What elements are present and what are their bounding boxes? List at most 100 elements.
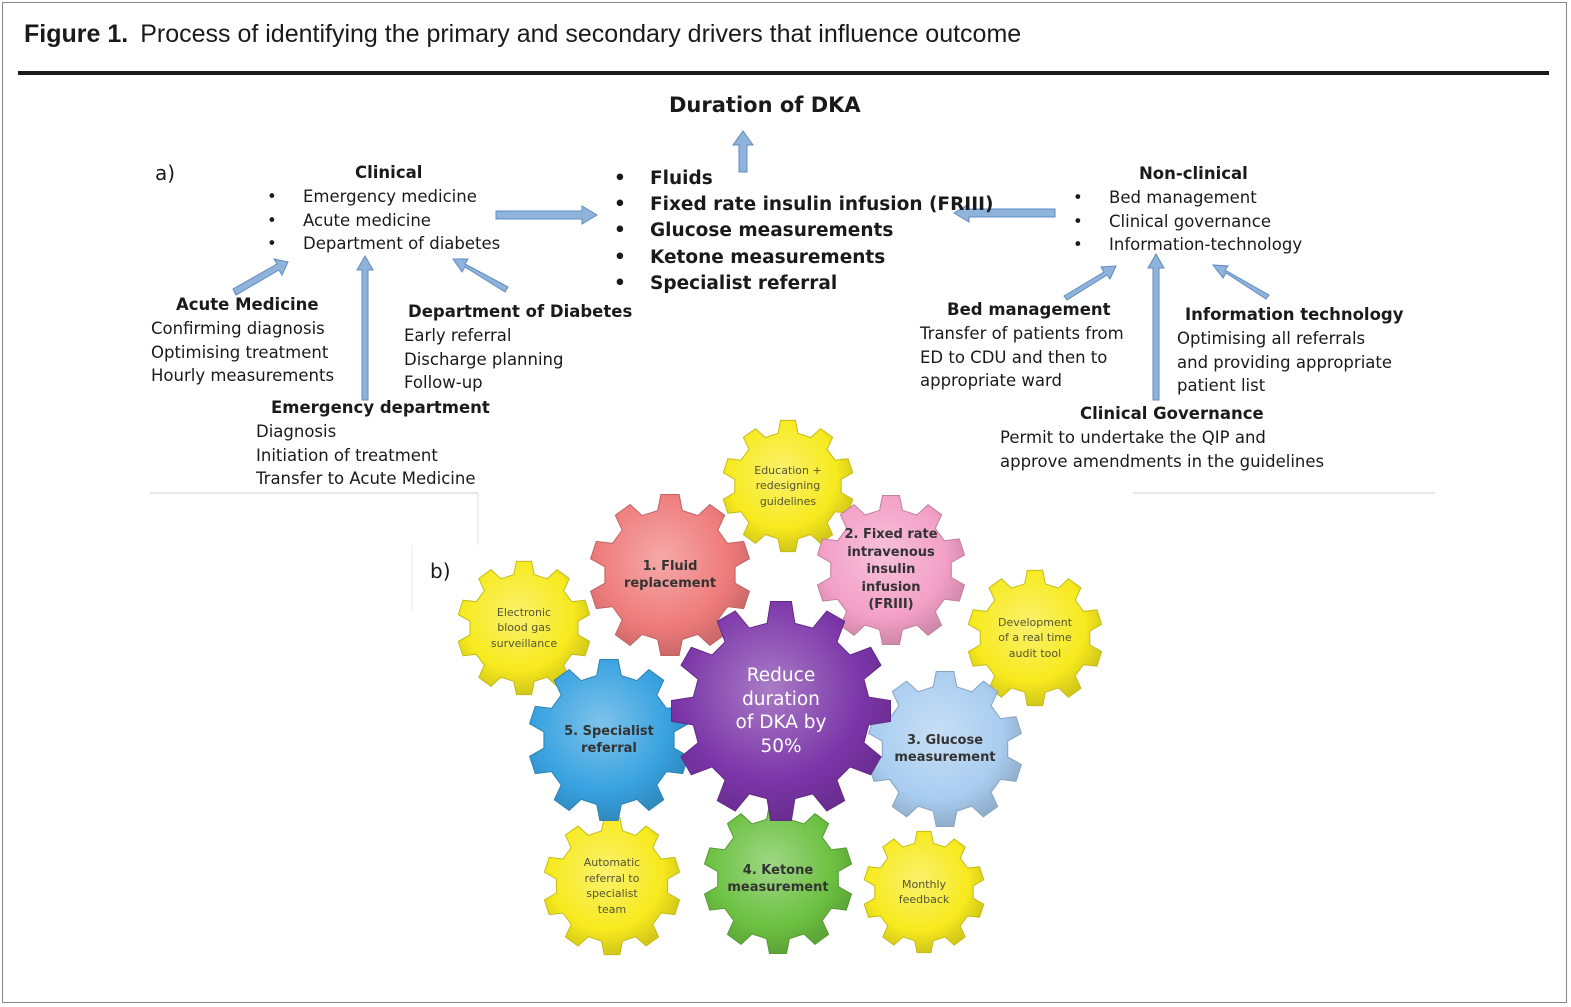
figure-title: Process of identifying the primary and s… bbox=[140, 20, 1022, 48]
bed-management-lines: Transfer of patients from ED to CDU and … bbox=[920, 322, 1124, 393]
gear-label-line: duration bbox=[742, 688, 820, 710]
gear-shape bbox=[671, 601, 891, 821]
gear-label-line: 3. Glucose bbox=[906, 732, 984, 748]
gear-primary: 5. Specialist referral bbox=[527, 658, 691, 822]
gear-label-line: Automatic bbox=[583, 856, 641, 869]
department-of-diabetes-line: Early referral bbox=[404, 326, 512, 345]
clinical-governance-line: Permit to undertake the QIP and bbox=[1000, 428, 1266, 447]
gear-body bbox=[543, 816, 681, 956]
caption-rule bbox=[18, 71, 1549, 75]
gear-label-line: intravenous bbox=[847, 544, 935, 560]
emergency-department-title: Emergency department bbox=[271, 398, 490, 417]
gear-label-line: blood gas bbox=[497, 621, 551, 635]
emergency-department-lines: Diagnosis Initiation of treatment Transf… bbox=[256, 420, 476, 491]
arrow-clinical-to-drivers bbox=[495, 205, 598, 225]
gear-label-line: (FRIII) bbox=[868, 597, 914, 613]
gear-shape bbox=[816, 495, 966, 645]
gear-label-line: Education + bbox=[754, 463, 822, 477]
gear-label-line: of DKA by bbox=[735, 712, 827, 733]
gear-label-line: 1. Fluid bbox=[642, 558, 698, 574]
primary-driver-item: Glucose measurements bbox=[612, 218, 993, 244]
gear-label-line: of a real time bbox=[998, 631, 1072, 645]
gear-body bbox=[722, 419, 854, 553]
primary-driver-item: Fixed rate insulin infusion (FRIII) bbox=[612, 192, 993, 218]
gear-label-line: redesigning bbox=[755, 479, 821, 493]
panel-a-label: a) bbox=[155, 161, 176, 185]
primary-driver-list: Fluids Fixed rate insulin infusion (FRII… bbox=[612, 166, 993, 297]
primary-driver-item: Fluids bbox=[612, 166, 993, 192]
arrow-acute-medicine bbox=[232, 258, 289, 296]
arrow-clinical-governance bbox=[1147, 252, 1165, 401]
clinical-list: Emergency medicine Acute medicine Depart… bbox=[265, 185, 500, 256]
acute-medicine-line: Confirming diagnosis bbox=[151, 319, 325, 338]
acute-medicine-title: Acute Medicine bbox=[176, 295, 319, 314]
clinical-item: Emergency medicine bbox=[265, 185, 500, 209]
bed-management-title: Bed management bbox=[947, 300, 1111, 319]
gear-body bbox=[589, 494, 751, 656]
clinical-item: Department of diabetes bbox=[265, 232, 500, 256]
emergency-department-line: Transfer to Acute Medicine bbox=[256, 469, 476, 488]
arrow-department-of-diabetes bbox=[452, 258, 509, 293]
gear-shape bbox=[703, 804, 853, 954]
gear-shape bbox=[863, 830, 985, 954]
non-clinical-title: Non-clinical bbox=[1139, 164, 1248, 183]
bed-management-line: ED to CDU and then to bbox=[920, 347, 1108, 367]
gear-shape bbox=[722, 419, 854, 553]
information-technology-line: and providing appropriate bbox=[1177, 352, 1393, 372]
gear-label-line: Monthly bbox=[901, 877, 947, 891]
gear-body bbox=[528, 659, 690, 821]
clinical-item: Acute medicine bbox=[265, 209, 500, 233]
gear-label-line: referral bbox=[581, 741, 637, 756]
primary-driver-item: Ketone measurements bbox=[612, 245, 993, 271]
gear-label-line: audit tool bbox=[1008, 646, 1062, 660]
gear-label-line: infusion bbox=[861, 579, 921, 595]
figure-label: Figure 1. bbox=[24, 20, 129, 48]
gear-label-line: 5. Specialist bbox=[564, 723, 654, 739]
clinical-title: Clinical bbox=[355, 163, 423, 182]
gear-label-line: Development bbox=[997, 615, 1073, 629]
gear-label-line: Reduce bbox=[746, 665, 816, 686]
department-of-diabetes-line: Follow-up bbox=[404, 373, 483, 392]
acute-medicine-lines: Confirming diagnosis Optimising treatmen… bbox=[151, 317, 334, 388]
bed-management-line: appropriate ward bbox=[920, 371, 1062, 390]
information-technology-title: Information technology bbox=[1185, 305, 1404, 324]
non-clinical-list: Bed management Clinical governance Infor… bbox=[1071, 186, 1302, 257]
gear-shape bbox=[528, 659, 690, 821]
non-clinical-item: Bed management bbox=[1071, 186, 1302, 210]
department-of-diabetes-line: Discharge planning bbox=[404, 349, 564, 369]
gear-label: 5. Specialist referral bbox=[527, 658, 691, 822]
gear-body bbox=[967, 569, 1103, 707]
gear-label-line: surveillance bbox=[490, 636, 558, 650]
clinical-governance-lines: Permit to undertake the QIP and approve … bbox=[1000, 426, 1324, 473]
gear-label-line: measurement bbox=[727, 880, 829, 895]
gear-label-line: Electronic bbox=[496, 605, 552, 619]
bed-management-line: Transfer of patients from bbox=[920, 324, 1124, 343]
information-technology-line: Optimising all referrals bbox=[1177, 329, 1366, 348]
gear-body bbox=[671, 601, 891, 821]
non-clinical-item: Information-technology bbox=[1071, 233, 1302, 257]
gear-label-line: specialist bbox=[586, 887, 638, 900]
arrow-information-technology bbox=[1211, 264, 1270, 300]
gear-label-line: 50% bbox=[760, 735, 802, 757]
acute-medicine-line: Hourly measurements bbox=[151, 366, 335, 385]
gear-shape bbox=[867, 671, 1023, 827]
non-clinical-item: Clinical governance bbox=[1071, 210, 1302, 234]
